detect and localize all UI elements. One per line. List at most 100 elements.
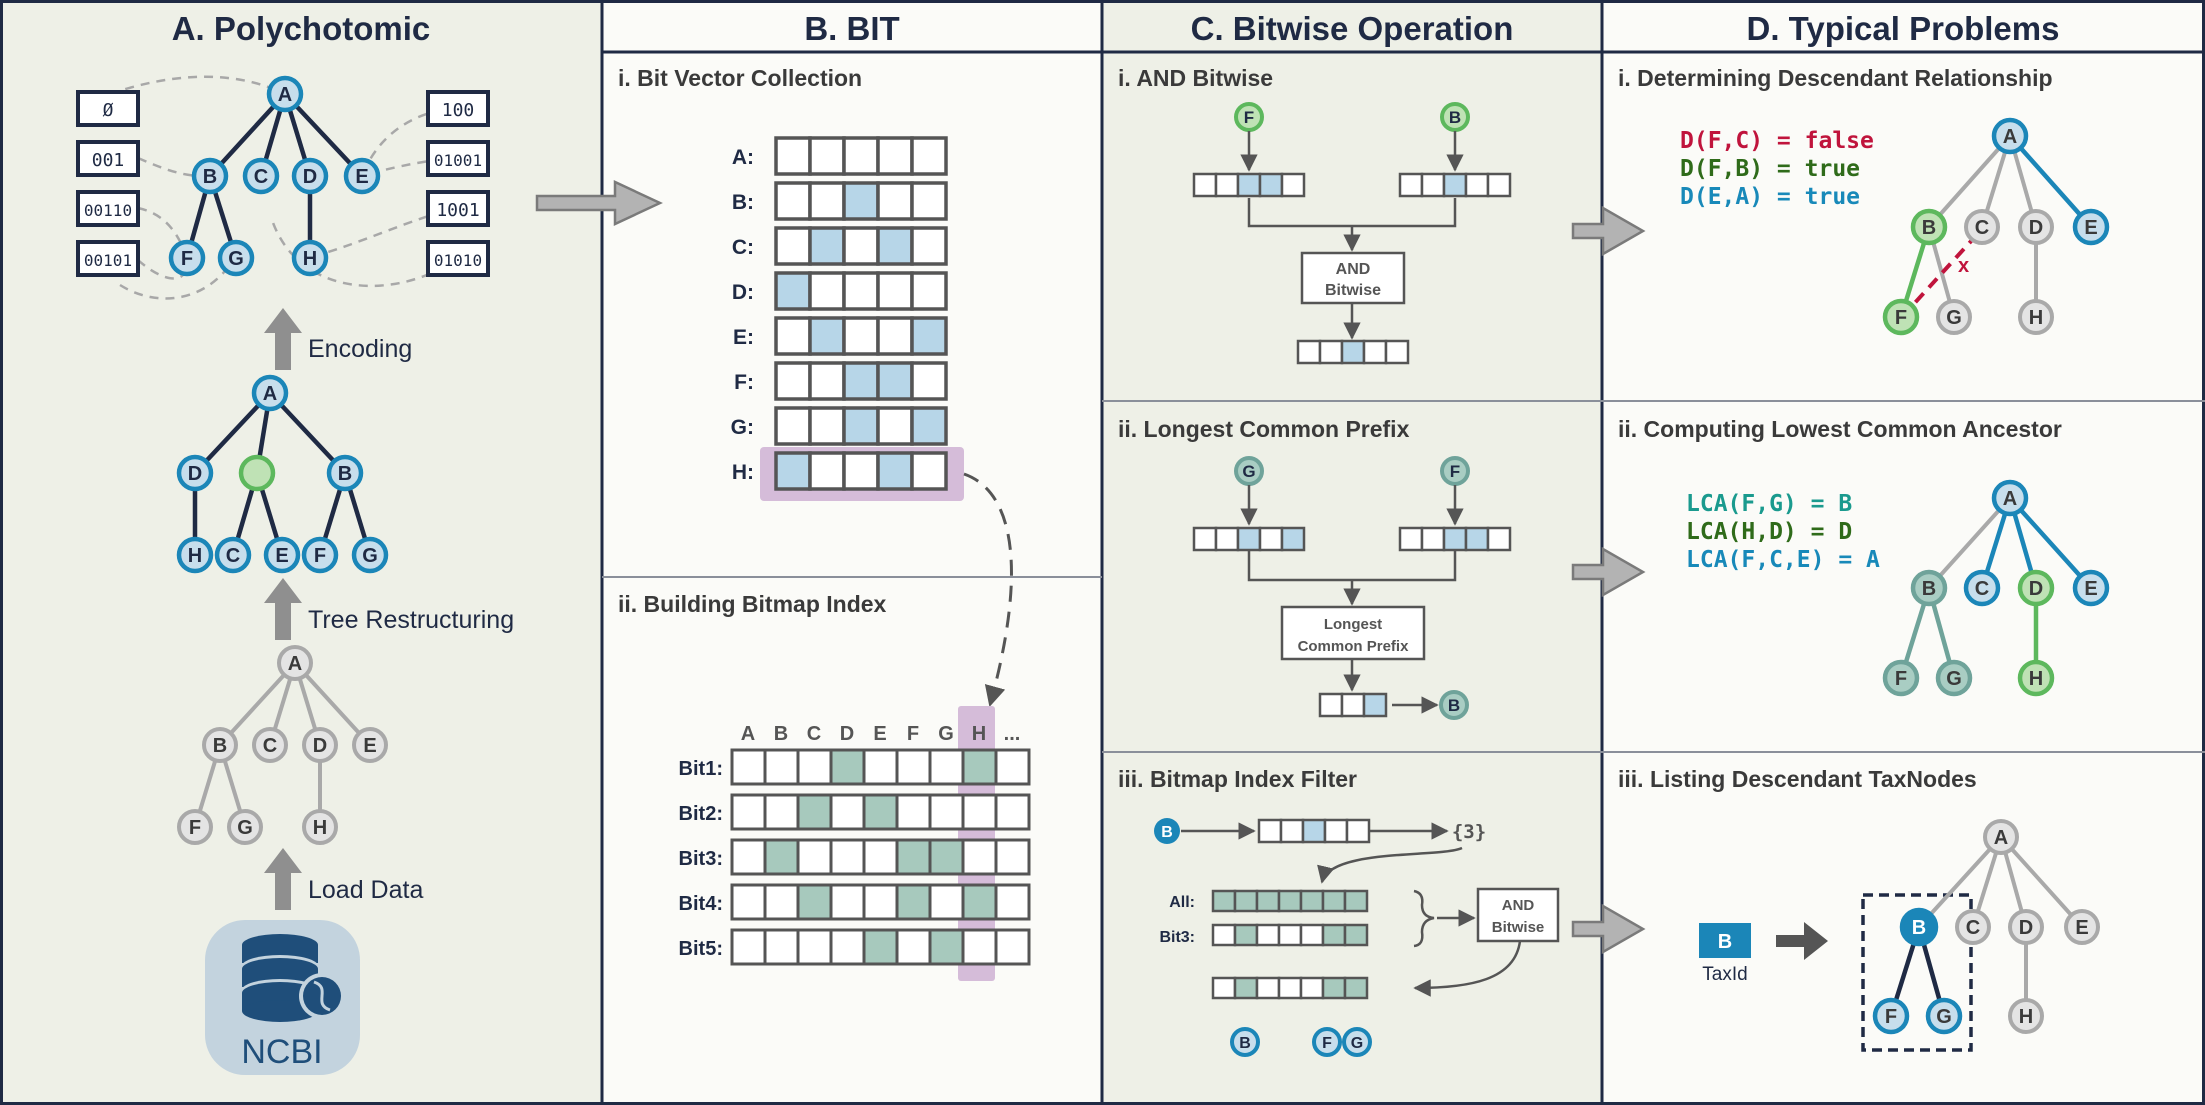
index-row-4 [730, 883, 1031, 921]
and-result-bit-5 [1384, 339, 1410, 365]
bit-vector-8-bit-3 [842, 451, 880, 491]
svg-text:F: F [1322, 1035, 1332, 1052]
svg-text:A: A [1994, 827, 2008, 849]
index-row-4-bit-7 [928, 883, 965, 921]
svg-text:G: G [1946, 307, 1962, 329]
index-column-label: F [907, 723, 919, 745]
filter-all-bit-2 [1233, 889, 1259, 913]
svg-text:E: E [275, 545, 288, 567]
index-row-1-bit-6 [895, 748, 932, 786]
node-h: H [291, 239, 329, 277]
filter-bit3-bit-5 [1299, 923, 1325, 947]
bit-vector-4-bit-3 [842, 271, 880, 311]
bit-vector-7-bit-2 [808, 406, 846, 446]
lca-tree: A B C D E F G H [1882, 479, 2110, 697]
arrows-c-to-d [1571, 205, 1646, 955]
taxid-arrow [1776, 922, 1828, 960]
panel-b-subtitle-2: ii. Building Bitmap Index [618, 591, 887, 617]
lcp-vector-f [1398, 526, 1512, 552]
eq-2-1: LCA(F,G) = B [1686, 491, 1852, 517]
and-vector-b-bit-3 [1442, 172, 1468, 198]
and-result-bit-1 [1296, 339, 1322, 365]
ncbi-label: NCBI [241, 1033, 322, 1071]
index-row-3-bit-5 [862, 838, 899, 876]
bit-vector-7 [774, 406, 948, 446]
longest-common-prefix-diagram: G F Longest Common Prefix B [1192, 456, 1512, 720]
filter-result-bit-5 [1299, 976, 1325, 1000]
vector-label: D: [732, 281, 754, 304]
bit-vector-1-bit-4 [876, 136, 914, 176]
lcp-result [1318, 692, 1388, 718]
panel-c-title: C. Bitwise Operation [1191, 10, 1514, 47]
svg-text:G: G [1242, 462, 1255, 481]
svg-text:G: G [237, 817, 253, 839]
index-row-4-bit-5 [862, 883, 899, 921]
svg-text:C: C [263, 735, 277, 757]
bit-vector-2-bit-2 [808, 181, 846, 221]
filter-bit3-bit-1 [1211, 923, 1237, 947]
svg-text:B: B [338, 463, 352, 485]
eq-1-3: D(E,A) = true [1680, 184, 1860, 210]
panel-d-subtitle-3: iii. Listing Descendant TaxNodes [1618, 766, 1977, 792]
bit-vector-6-bit-2 [808, 361, 846, 401]
code-right-1: 100 [442, 100, 475, 121]
svg-text:B: B [213, 735, 227, 757]
index-column-label: A [741, 723, 755, 745]
svg-text:A: A [263, 383, 277, 405]
index-row-label: Bit4: [679, 893, 723, 915]
index-row-4-bit-8 [961, 883, 998, 921]
bit-vector-8 [774, 451, 948, 491]
svg-text:F: F [1885, 1006, 1897, 1028]
lcp-result-bit-1 [1318, 692, 1344, 718]
filter-vector-b-bit-5 [1345, 818, 1371, 844]
bit-vector-3 [774, 226, 948, 266]
filter-bit3-bit-2 [1233, 923, 1259, 947]
lcp-vector-f-bit-2 [1420, 526, 1446, 552]
bit-vector-8-bit-2 [808, 451, 846, 491]
code-left-2: 001 [92, 150, 125, 171]
bit-vector-1-bit-3 [842, 136, 880, 176]
lcp-vector-f-bit-3 [1442, 526, 1468, 552]
bit-vector-1-bit-5 [910, 136, 948, 176]
taxid-input: B TaxId [1699, 923, 1751, 985]
bit-vector-4-bit-2 [808, 271, 846, 311]
index-row-5 [730, 928, 1031, 966]
svg-text:A: A [2003, 488, 2017, 510]
bit-vector-4-bit-4 [876, 271, 914, 311]
filter-vector-b [1257, 818, 1371, 844]
bit-vector-collection: A:B:C:D:E:F:G:H: [731, 136, 948, 491]
index-row-5-bit-6 [895, 928, 932, 966]
index-row-2 [730, 793, 1031, 831]
filter-all-bit-6 [1321, 889, 1347, 913]
lcp-box-line-1: Longest [1324, 616, 1382, 633]
lcp-vector-f-bit-1 [1398, 526, 1424, 552]
bit-vector-6-bit-3 [842, 361, 880, 401]
bit-vector-4-bit-1 [774, 271, 812, 311]
taxid-node: B [1718, 931, 1732, 953]
bit-vector-6 [774, 361, 948, 401]
index-row-4-bit-2 [763, 883, 800, 921]
filter-result-bit-7 [1343, 976, 1369, 1000]
index-row-5-bit-7 [928, 928, 965, 966]
svg-text:A: A [278, 84, 292, 106]
inserted-node [238, 454, 276, 492]
vector-label: H: [732, 461, 754, 484]
filter-bit3-bit-3 [1255, 923, 1281, 947]
set-label: {3} [1452, 821, 1486, 843]
svg-text:G: G [362, 545, 378, 567]
code-left-4: 00101 [84, 251, 132, 270]
and-vector-f-bit-2 [1214, 172, 1240, 198]
descendant-selection-box [1861, 893, 1973, 1052]
index-row-3-bit-8 [961, 838, 998, 876]
encoding-label: Encoding [308, 335, 412, 363]
vector-label: E: [733, 326, 754, 349]
svg-text:D: D [303, 166, 317, 188]
filter-all-bit-1 [1211, 889, 1237, 913]
svg-text:F: F [1895, 307, 1907, 329]
code-right-3: 1001 [436, 200, 479, 221]
filter-all-bit-3 [1255, 889, 1281, 913]
svg-text:D: D [313, 735, 327, 757]
index-row-2-bit-7 [928, 793, 965, 831]
bit-vector-3-bit-4 [876, 226, 914, 266]
index-row-2-bit-4 [829, 793, 866, 831]
